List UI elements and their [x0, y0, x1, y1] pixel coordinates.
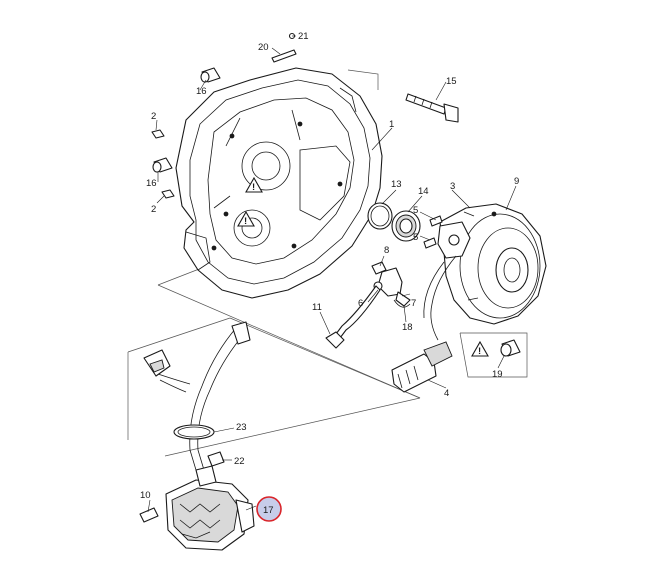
callout-8[interactable]: 8 — [384, 245, 389, 256]
highlight-ring — [256, 496, 282, 522]
hydraulic-hose[interactable] — [143, 321, 251, 471]
callout-4[interactable]: 4 — [444, 388, 449, 399]
svg-text:!: ! — [478, 346, 481, 357]
callout-1[interactable]: 1 — [389, 119, 394, 130]
callout-16[interactable]: 16 — [196, 86, 207, 97]
callout-14[interactable]: 14 — [418, 186, 429, 197]
callout-3[interactable]: 3 — [450, 181, 455, 192]
callout-11[interactable]: 11 — [312, 302, 322, 313]
callout-labels: 1 2 2 3 4 5 5 6 7 8 9 10 11 13 14 15 16 … — [140, 31, 519, 516]
mounting-nut[interactable] — [207, 451, 225, 467]
callout-23[interactable]: 23 — [236, 422, 247, 433]
dowel-pin-upper[interactable] — [200, 67, 221, 83]
slave-cylinder[interactable] — [437, 203, 547, 325]
bolt-5-upper[interactable] — [429, 215, 443, 227]
callout-21[interactable]: 21 — [298, 31, 309, 42]
callout-9[interactable]: 9 — [514, 176, 519, 187]
callout-19[interactable]: 19 — [492, 369, 503, 380]
sensor-bolt[interactable] — [500, 339, 521, 357]
callout-15[interactable]: 15 — [446, 76, 457, 87]
callout-7[interactable]: 7 — [411, 298, 416, 309]
svg-text:!: ! — [244, 216, 247, 227]
shaft-seal[interactable] — [391, 210, 421, 242]
svg-text:!: ! — [252, 182, 255, 193]
fluid-pipe[interactable] — [325, 285, 381, 349]
module-screw[interactable] — [139, 507, 159, 523]
callout-2[interactable]: 2 — [151, 111, 156, 122]
leader-lines — [147, 35, 517, 513]
dowel-pin-lower[interactable] — [152, 157, 173, 173]
housing-bolt[interactable] — [405, 93, 459, 123]
retaining-clip[interactable] — [393, 299, 411, 308]
clutch-housing[interactable]: ! ! — [175, 67, 383, 299]
fluid-connector[interactable] — [373, 267, 411, 307]
warning-icon: ! — [471, 340, 489, 357]
callout-18[interactable]: 18 — [402, 322, 413, 333]
callout-5[interactable]: 5 — [413, 232, 418, 243]
clutch-line[interactable] — [423, 255, 457, 341]
warning-icon: ! — [245, 176, 263, 193]
warning-icon: ! — [237, 210, 255, 227]
assembly-frame-lines — [127, 69, 528, 457]
callout-2[interactable]: 2 — [151, 204, 156, 215]
o-ring[interactable] — [367, 202, 393, 230]
hose-clamp[interactable] — [173, 424, 215, 440]
sleeve-upper[interactable] — [151, 129, 165, 139]
callout-5[interactable]: 5 — [413, 205, 418, 216]
callout-10[interactable]: 10 — [140, 490, 151, 501]
bolt-5-lower[interactable] — [423, 237, 437, 249]
callout-13[interactable]: 13 — [391, 179, 402, 190]
callout-16[interactable]: 16 — [146, 178, 157, 189]
locking-pin[interactable] — [271, 32, 297, 63]
callout-20[interactable]: 20 — [258, 42, 269, 53]
callout-17[interactable]: 17 — [263, 505, 274, 516]
callout-6[interactable]: 6 — [358, 298, 363, 309]
sleeve-lower[interactable] — [161, 189, 175, 199]
gear-actuator-module[interactable] — [165, 465, 255, 551]
callout-22[interactable]: 22 — [234, 456, 245, 467]
bleed-nipple[interactable] — [371, 261, 387, 275]
connector-plug[interactable] — [391, 341, 453, 393]
